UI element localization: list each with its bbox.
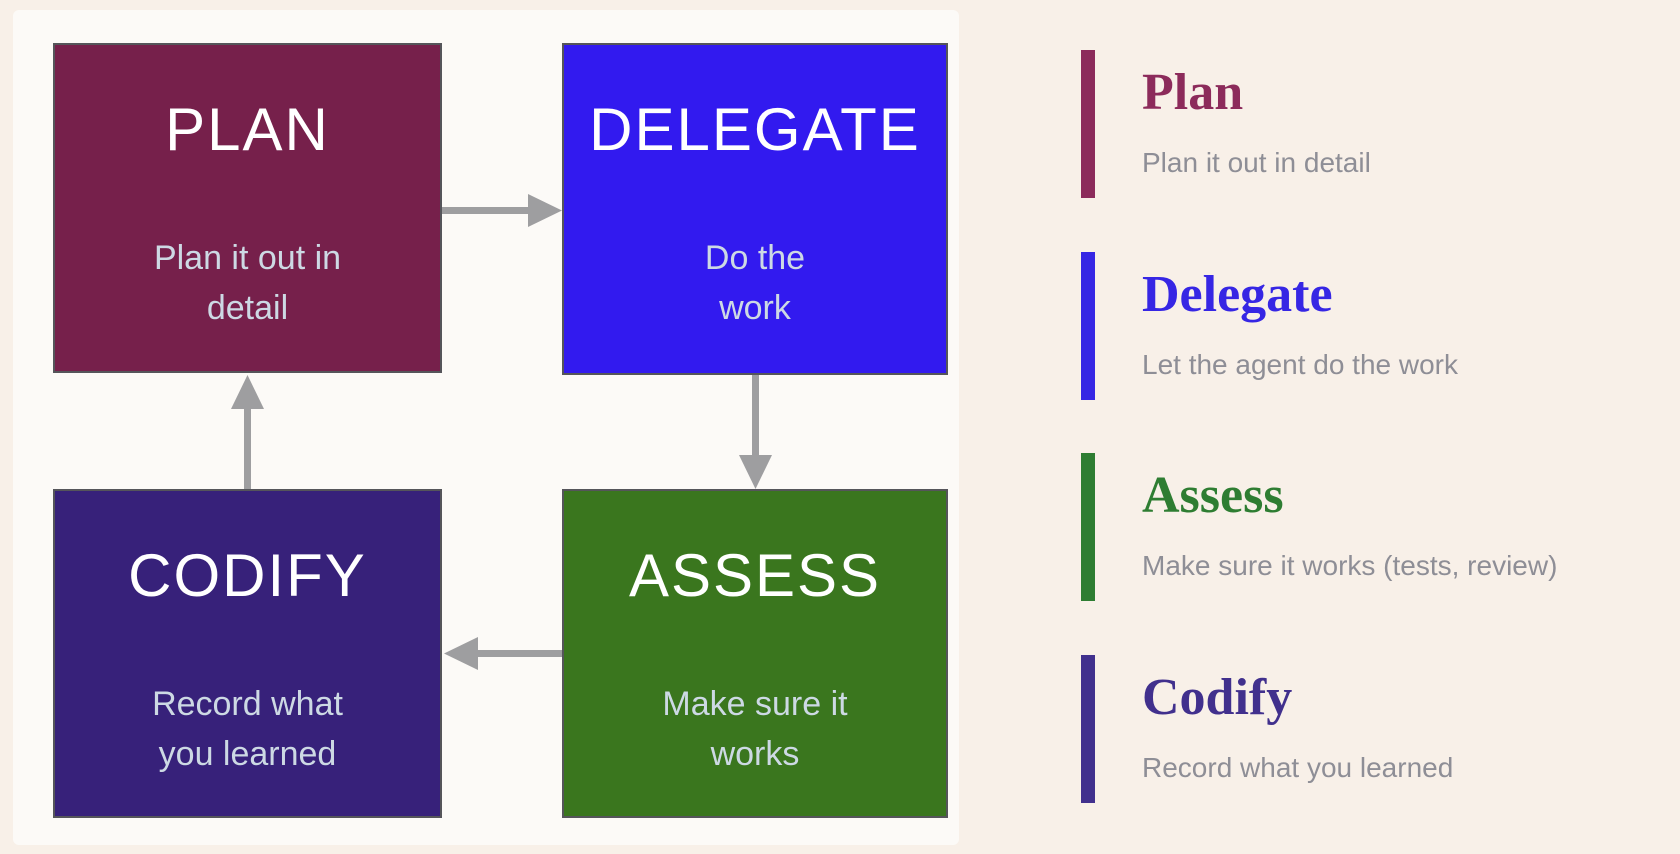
assess-node: ASSESS Make sure it works [562,489,948,818]
plan-to-delegate-arrow-line [442,207,530,214]
codify-to-plan-arrowhead-icon [231,375,264,409]
codify-legend-title: Codify [1142,669,1293,726]
plan-legend-bar [1081,50,1095,198]
codify-legend-description: Record what you learned [1142,752,1454,784]
codify-node-subtitle: Record what you learned [152,685,343,773]
delegate-node-subtitle: Do the work [704,239,806,327]
plan-node-title: PLAN [165,96,330,163]
delegate-legend-title: Delegate [1142,266,1333,323]
assess-to-codify-arrowhead-icon [444,637,478,670]
plan-legend-title: Plan [1142,64,1244,121]
delegate-legend-description: Let the agent do the work [1142,349,1458,381]
delegate-to-assess-arrowhead-icon [739,455,772,489]
assess-node-subtitle: Make sure it works [662,685,848,773]
diagram-panel: PLAN Plan it out in detail DELEGATE Do t… [13,10,959,845]
assess-legend-bar [1081,453,1095,601]
plan-to-delegate-arrowhead-icon [528,194,562,227]
assess-node-title: ASSESS [628,542,882,609]
assess-legend-description: Make sure it works (tests, review) [1142,550,1558,582]
assess-to-codify-arrow-line [478,650,562,657]
assess-legend-title: Assess [1142,467,1284,524]
codify-node: CODIFY Record what you learned [53,489,442,818]
legend-item-codify: Codify Record what you learned [1081,655,1453,803]
codify-node-title: CODIFY [128,542,367,609]
legend-item-delegate: Delegate Let the agent do the work [1081,252,1458,400]
delegate-node: DELEGATE Do the work [562,43,948,375]
plan-legend-description: Plan it out in detail [1142,147,1371,179]
plan-node: PLAN Plan it out in detail [53,43,442,373]
codify-to-plan-arrow-line [244,409,251,489]
plan-node-subtitle: Plan it out in detail [153,239,342,327]
legend-item-plan: Plan Plan it out in detail [1081,50,1371,198]
legend-item-assess: Assess Make sure it works (tests, review… [1081,453,1557,601]
codify-legend-bar [1081,655,1095,803]
delegate-legend-bar [1081,252,1095,400]
delegate-node-title: DELEGATE [589,96,921,163]
delegate-to-assess-arrow-line [752,375,759,457]
